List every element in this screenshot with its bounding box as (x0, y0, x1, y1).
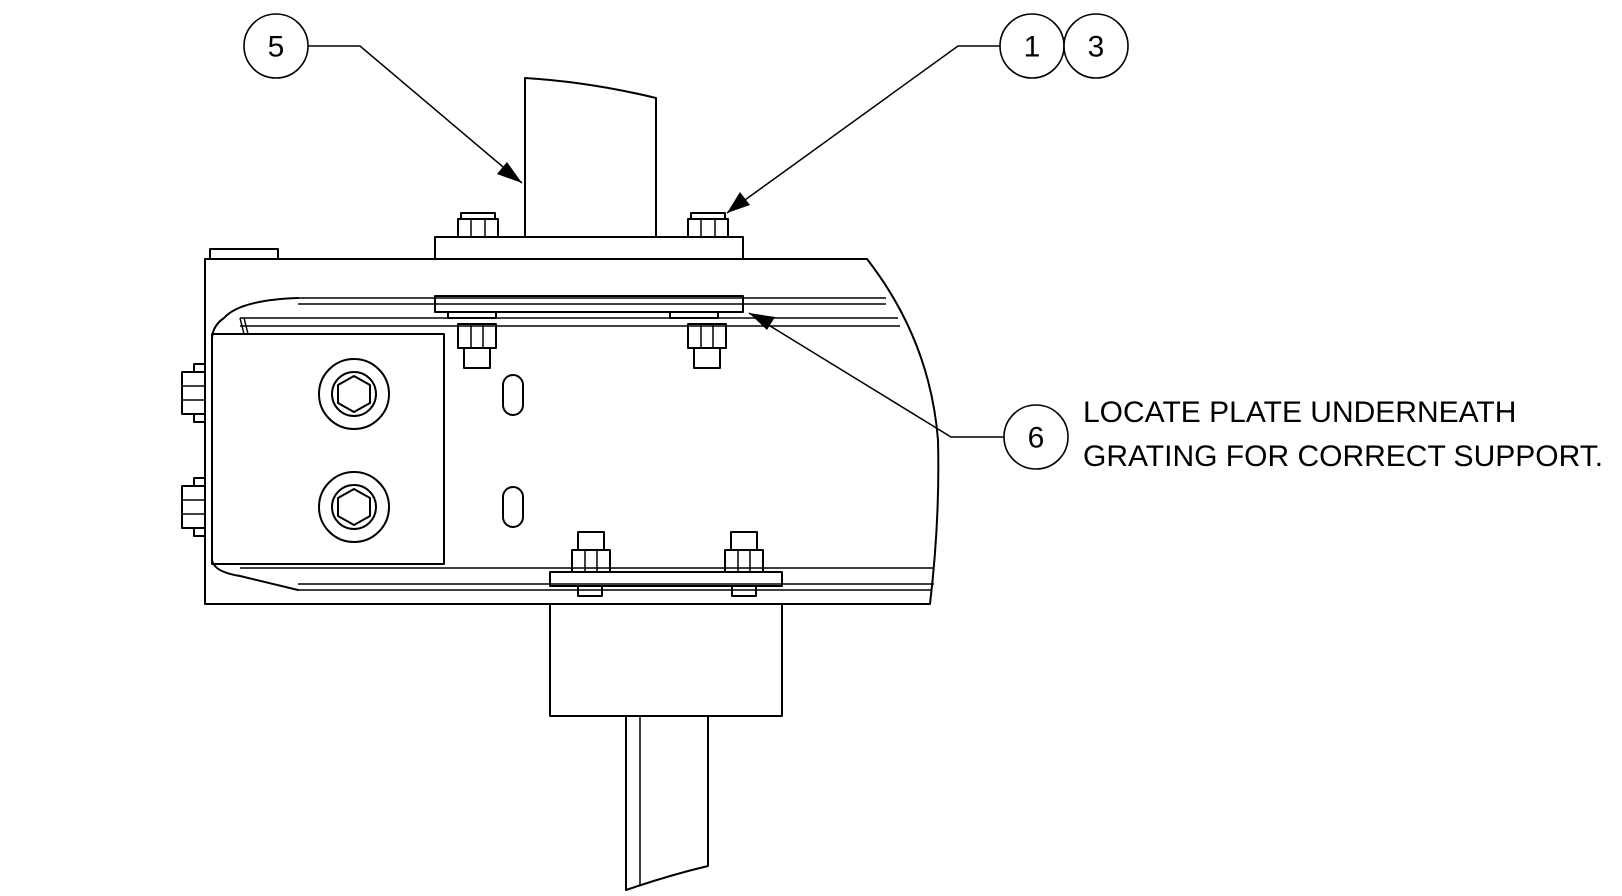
balloon-1-label: 1 (1024, 31, 1041, 64)
slot-holes (502, 374, 524, 528)
lower-sleeve (549, 603, 783, 717)
balloon-6-label: 6 (1028, 422, 1045, 455)
under-nut-right (687, 323, 727, 369)
side-nut-lower (181, 477, 206, 537)
bottom-bolt-left (571, 531, 611, 573)
balloon-3-label: 3 (1088, 31, 1105, 64)
leader-5 (308, 45, 523, 184)
balloon-1: 1 (999, 13, 1065, 79)
top-clamp-plate (434, 236, 744, 260)
under-nut-left (457, 323, 497, 369)
underneath-plate (434, 295, 744, 319)
leader-6 (748, 312, 1004, 438)
leader-1-3 (726, 45, 1000, 214)
balloon-3: 3 (1063, 13, 1129, 79)
note-line-2: GRATING FOR CORRECT SUPPORT. (1083, 440, 1603, 473)
end-bolt-lower (318, 471, 390, 543)
top-bolt-right (687, 212, 729, 238)
balloon-5-label: 5 (268, 31, 285, 64)
upper-post (524, 77, 657, 238)
top-bolt-left (457, 212, 499, 238)
balloon-6: 6 (1003, 404, 1069, 470)
bottom-clamp-plate (549, 571, 783, 597)
balloon-5: 5 (243, 13, 309, 79)
side-nut-upper (181, 363, 206, 423)
end-plate (211, 333, 445, 565)
bottom-bolt-right (724, 531, 764, 573)
end-bolt-upper (318, 358, 390, 430)
note-line-1: LOCATE PLATE UNDERNEATH (1083, 396, 1516, 429)
main-beam (204, 248, 940, 605)
lower-post (625, 715, 709, 891)
